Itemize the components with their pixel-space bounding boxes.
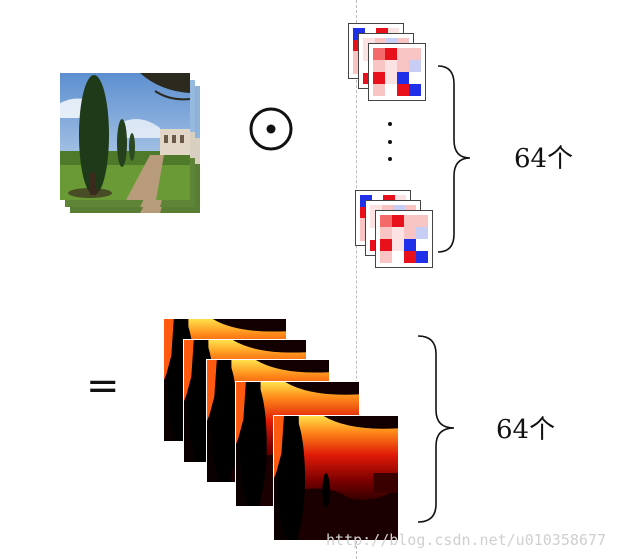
kernel-cell bbox=[380, 227, 392, 239]
kernel-cell bbox=[404, 239, 416, 251]
kernel-cell bbox=[404, 227, 416, 239]
kernel-cell bbox=[380, 215, 392, 227]
filter-kernel bbox=[375, 210, 433, 268]
kernel-cell bbox=[397, 48, 409, 60]
center-divider-line bbox=[356, 0, 357, 559]
kernel-cell bbox=[409, 84, 421, 96]
kernel-cell bbox=[392, 215, 404, 227]
feature-maps-brace bbox=[416, 334, 456, 524]
kernel-cell bbox=[385, 72, 397, 84]
kernel-cell bbox=[385, 60, 397, 72]
kernel-cell bbox=[404, 251, 416, 263]
kernel-cell bbox=[385, 84, 397, 96]
filters-count-label: 64个 bbox=[514, 144, 574, 174]
kernel-cell bbox=[380, 239, 392, 251]
kernel-cell bbox=[373, 84, 385, 96]
operator-symbol bbox=[248, 106, 294, 152]
kernel-cell bbox=[416, 239, 428, 251]
kernel-cell bbox=[373, 60, 385, 72]
kernel-cell bbox=[373, 72, 385, 84]
feature-maps-count-label: 64个 bbox=[496, 415, 556, 445]
kernel-cell bbox=[416, 227, 428, 239]
watermark-text: http://blog.csdn.net/u010358677 bbox=[326, 531, 606, 549]
kernel-cell bbox=[385, 48, 397, 60]
filters-brace bbox=[436, 64, 472, 254]
kernel-cell bbox=[409, 48, 421, 60]
input-image-front bbox=[60, 73, 190, 200]
filter-kernel bbox=[368, 43, 426, 101]
kernel-cell bbox=[397, 72, 409, 84]
kernel-cell bbox=[392, 239, 404, 251]
kernel-cell bbox=[416, 215, 428, 227]
kernel-cell bbox=[380, 251, 392, 263]
ellipsis-dot bbox=[388, 140, 392, 144]
kernel-cell bbox=[373, 48, 385, 60]
kernel-cell bbox=[397, 84, 409, 96]
ellipsis-dot bbox=[388, 122, 392, 126]
kernel-cell bbox=[397, 60, 409, 72]
ellipsis-dot bbox=[388, 157, 392, 161]
kernel-cell bbox=[404, 215, 416, 227]
kernel-cell bbox=[392, 227, 404, 239]
kernel-cell bbox=[409, 72, 421, 84]
equals-symbol: = bbox=[86, 363, 120, 409]
kernel-cell bbox=[416, 251, 428, 263]
feature-map bbox=[273, 415, 399, 541]
kernel-cell bbox=[409, 60, 421, 72]
kernel-cell bbox=[392, 251, 404, 263]
